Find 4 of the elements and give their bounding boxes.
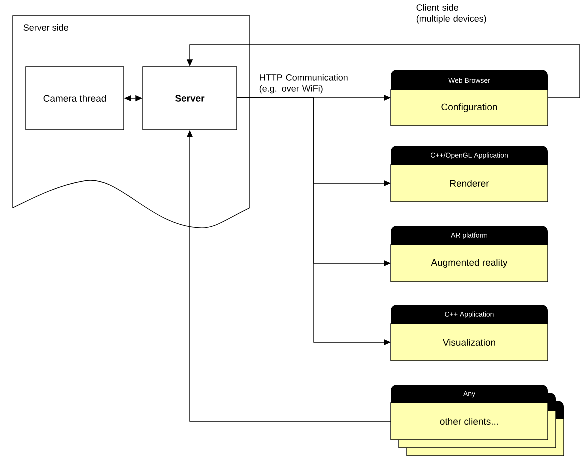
process-box: Camera thread — [26, 66, 124, 130]
process-box: Server — [142, 66, 238, 130]
edge-label: HTTP Communication (e.g. over WiFi) — [260, 74, 348, 94]
group-label: Client side (multiple devices) — [416, 4, 486, 24]
